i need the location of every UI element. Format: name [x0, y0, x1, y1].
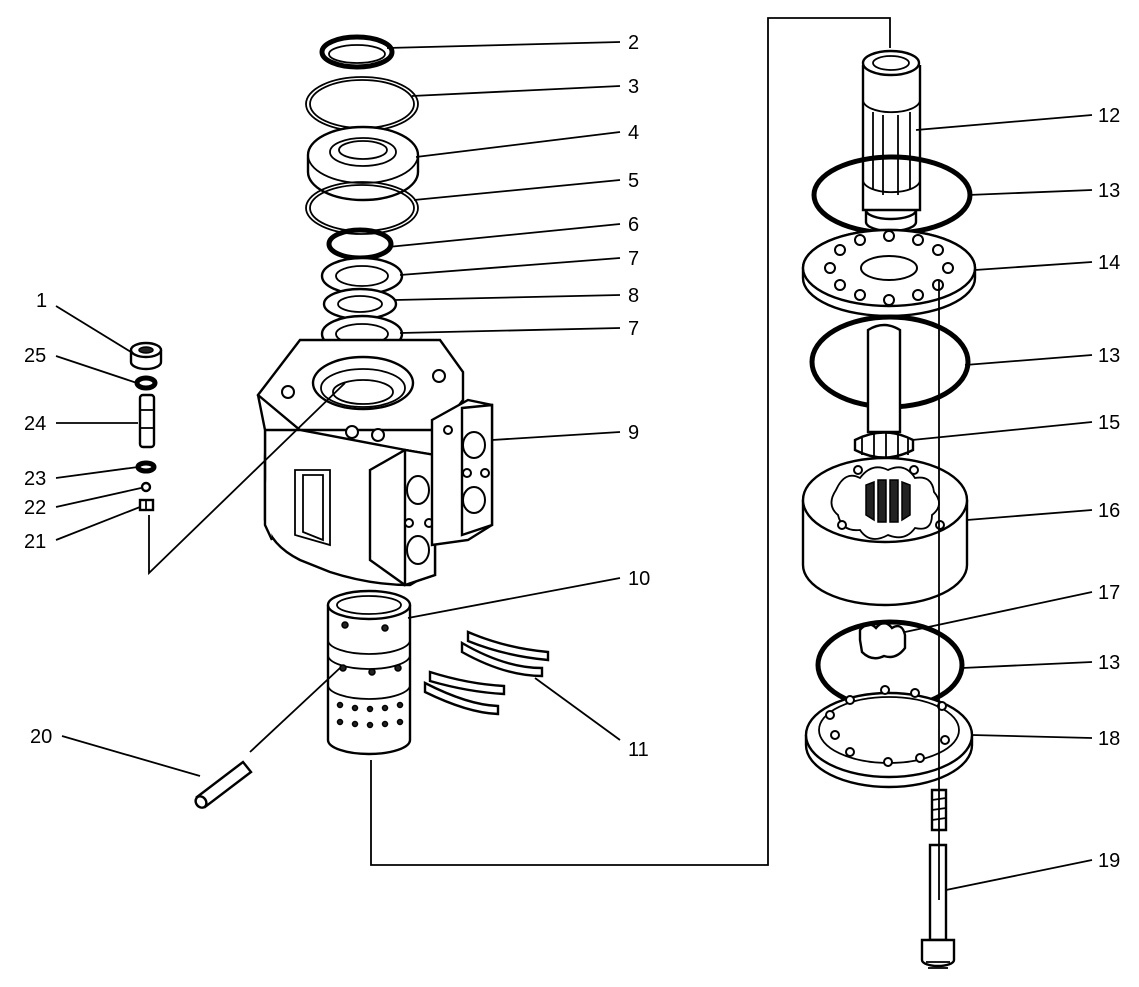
label-part-1: 1	[36, 290, 48, 312]
part-19-cap-screw	[920, 788, 956, 969]
part-10-sleeve-and-spool	[326, 589, 412, 756]
part-2-ring	[319, 34, 395, 70]
part-15-drive	[853, 323, 915, 462]
part-9-housing	[256, 338, 494, 587]
label-part-2: 2	[628, 32, 640, 54]
label-part-20: 20	[30, 726, 53, 748]
part-17-star	[858, 621, 907, 660]
leader-lines	[55, 41, 1093, 891]
label-part-25: 25	[24, 345, 47, 367]
part-8-bearing	[322, 287, 398, 321]
label-part-5: 5	[628, 170, 640, 192]
part-11-centering-springs	[423, 630, 550, 716]
label-part-10: 10	[628, 568, 651, 590]
label-part-3: 3	[628, 76, 640, 98]
label-part-15: 15	[1098, 412, 1121, 434]
label-part-7-upper: 7	[628, 248, 640, 270]
part-20-pin	[194, 760, 253, 809]
label-part-13-lower: 13	[1098, 652, 1121, 674]
label-part-11: 11	[628, 739, 649, 761]
part-18-end-cap	[804, 685, 974, 789]
label-part-22: 22	[24, 497, 47, 519]
part-14-spacer-plate	[801, 228, 977, 318]
part-1-plug	[129, 341, 163, 371]
label-part-14: 14	[1098, 252, 1121, 274]
label-part-7-lower: 7	[628, 318, 640, 340]
part-21-retainer	[138, 498, 155, 512]
part-25-o-ring	[134, 375, 158, 391]
label-part-17: 17	[1098, 582, 1121, 604]
label-part-8: 8	[628, 285, 640, 307]
part-3-seal-ring	[305, 76, 419, 132]
label-part-4: 4	[628, 122, 640, 144]
label-part-24: 24	[24, 413, 47, 435]
label-part-19: 19	[1098, 850, 1121, 872]
assembly-lines	[148, 17, 940, 900]
part-16-gerotor	[801, 456, 969, 607]
label-part-13-upper: 13	[1098, 180, 1121, 202]
part-4-seal-gland	[306, 125, 420, 202]
part-12-drive-shaft	[861, 49, 922, 233]
part-24-check-seat	[138, 393, 156, 449]
label-part-13-middle: 13	[1098, 345, 1121, 367]
label-part-18: 18	[1098, 728, 1121, 750]
part-22-check-ball	[140, 481, 152, 493]
label-part-6: 6	[628, 214, 640, 236]
label-part-12: 12	[1098, 105, 1121, 127]
label-part-21: 21	[24, 531, 47, 553]
label-part-23: 23	[24, 468, 47, 490]
part-23-o-ring	[135, 460, 157, 474]
label-part-9: 9	[628, 422, 640, 444]
label-part-16: 16	[1098, 500, 1121, 522]
